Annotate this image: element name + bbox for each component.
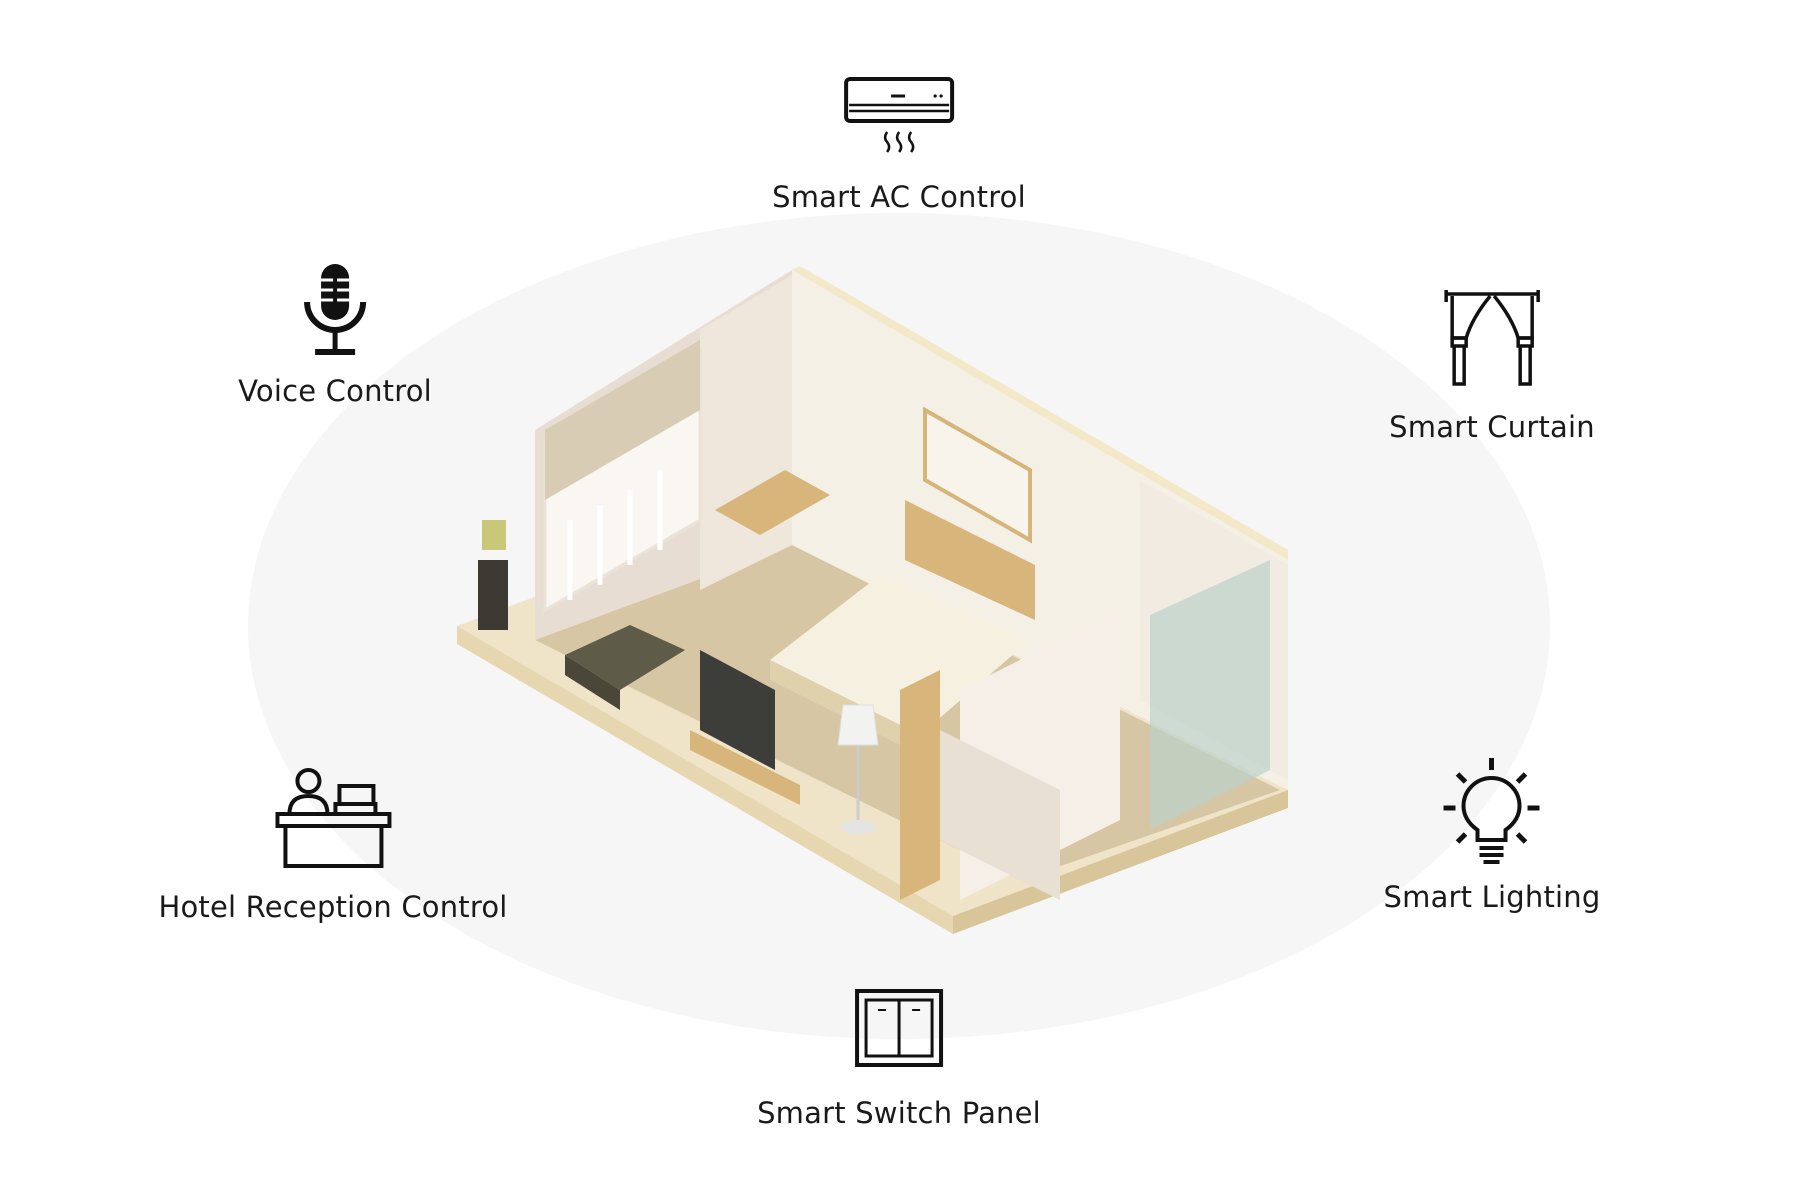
feature-voice-control: Voice Control <box>238 262 432 408</box>
hotel-reception-control-label: Hotel Reception Control <box>158 890 508 924</box>
feature-smart-switch-panel: Smart Switch Panel <box>757 988 1041 1130</box>
voice-control-label: Voice Control <box>238 374 432 408</box>
smart-switch-panel-label: Smart Switch Panel <box>757 1096 1041 1130</box>
reception-desk-icon <box>275 768 391 868</box>
tv <box>700 650 775 770</box>
air-conditioner-icon <box>843 77 954 153</box>
tv-stand <box>690 730 800 805</box>
smart-ac-control-label: Smart AC Control <box>772 180 1026 214</box>
feature-smart-ac-control: Smart AC Control <box>772 76 1026 214</box>
wardrobe <box>900 670 940 900</box>
feature-smart-lighting: Smart Lighting <box>1384 758 1601 914</box>
feature-smart-curtain: Smart Curtain <box>1389 288 1595 444</box>
picture-frame <box>923 406 1032 544</box>
isometric-room <box>457 266 1288 934</box>
window-blind <box>545 340 700 500</box>
shower-glass <box>1150 560 1270 830</box>
smart-lighting-label: Smart Lighting <box>1383 880 1601 914</box>
curtain-icon <box>1444 290 1540 386</box>
microphone-icon <box>303 264 366 355</box>
plant <box>482 520 506 550</box>
desk <box>715 470 830 535</box>
feature-hotel-reception-control: Hotel Reception Control <box>158 766 507 924</box>
smart-curtain-label: Smart Curtain <box>1389 410 1595 444</box>
light-bulb-icon <box>1444 758 1540 864</box>
plant-pot <box>478 560 508 630</box>
headboard <box>905 500 1035 620</box>
sofa <box>565 625 685 690</box>
switch-panel-icon <box>855 989 943 1067</box>
